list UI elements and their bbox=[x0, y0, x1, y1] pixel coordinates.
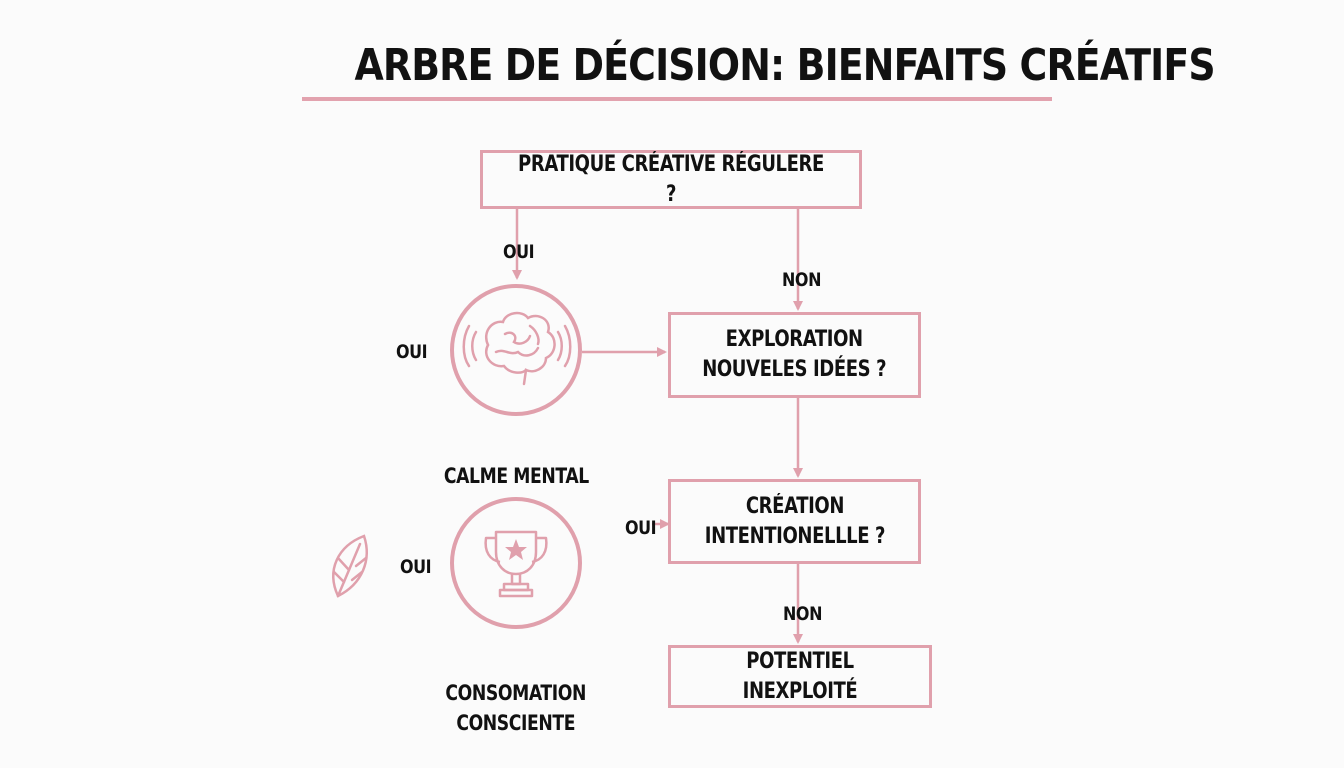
result-conscious-consumption: CONSOMATION CONSCIENTE bbox=[445, 681, 587, 735]
brain-icon bbox=[450, 284, 582, 416]
result-calm-mental: CALME MENTAL bbox=[443, 464, 589, 488]
label-oui-brain: OUI bbox=[396, 341, 428, 363]
label-oui-trophy: OUI bbox=[400, 556, 432, 578]
label-oui-q3: OUI bbox=[625, 517, 657, 539]
label-non-bottom: NON bbox=[783, 603, 823, 625]
question-regular-practice: PRATIQUE CRÉATIVE RÉGULERE ? bbox=[480, 150, 862, 209]
leaf-icon bbox=[332, 534, 368, 598]
outcome-untapped-potential: POTENTIEL INEXPLOITÉ bbox=[668, 645, 932, 708]
trophy-icon bbox=[450, 497, 582, 629]
label-non-top: NON bbox=[782, 269, 822, 291]
question-intentional-creation: CRÉATION INTENTIONELLLE ? bbox=[668, 479, 921, 564]
label-oui-top: OUI bbox=[503, 241, 535, 263]
title-underline bbox=[302, 97, 1052, 101]
question-new-ideas: EXPLORATION NOUVELES IDÉES ? bbox=[668, 312, 921, 398]
